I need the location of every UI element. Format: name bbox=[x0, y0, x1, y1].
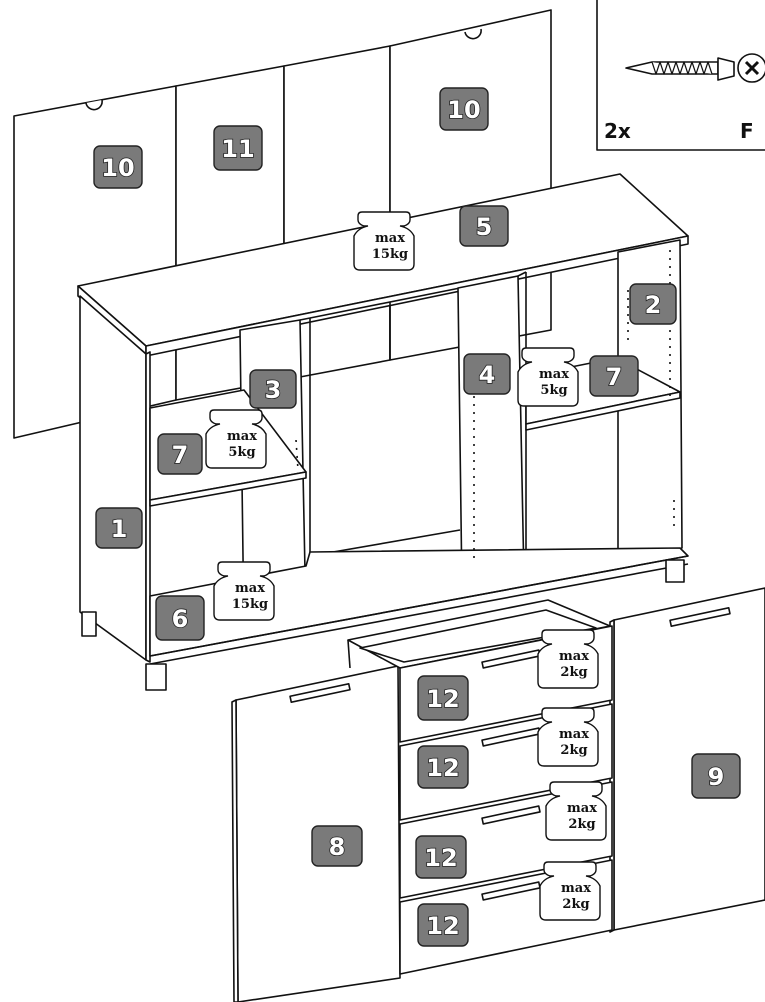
part-number: 10 bbox=[101, 154, 134, 182]
part-badge-p10a: 10 bbox=[93, 145, 143, 189]
part-number: 12 bbox=[426, 754, 459, 782]
weight-value: 2kg bbox=[560, 665, 587, 680]
part-number: 7 bbox=[172, 441, 189, 469]
weight-max-label: max bbox=[559, 727, 589, 742]
part-badge-p2: 2 bbox=[629, 283, 677, 325]
weight-max-label: max bbox=[375, 231, 405, 246]
drawer-box bbox=[347, 599, 611, 669]
part-badge-p12c: 12 bbox=[415, 835, 467, 879]
part-number: 5 bbox=[476, 213, 493, 241]
part-badges: 10 11 10 5 2 3 4 7 7 1 6 8 9 12 12 12 12 bbox=[93, 87, 741, 947]
left-side-panel bbox=[79, 295, 151, 663]
part-badge-p12b: 12 bbox=[417, 745, 469, 789]
legs bbox=[81, 559, 685, 691]
part-badge-p1: 1 bbox=[95, 507, 143, 549]
weight-max-label: max bbox=[539, 367, 569, 382]
part-number: 10 bbox=[447, 96, 480, 124]
part-badge-p10b: 10 bbox=[439, 87, 489, 131]
weight-max-label: max bbox=[559, 649, 589, 664]
part-number: 2 bbox=[645, 291, 662, 319]
weight-value: 5kg bbox=[540, 383, 567, 398]
part-badge-p12a: 12 bbox=[417, 675, 469, 721]
part-badge-p9: 9 bbox=[691, 753, 741, 799]
part-badge-p7b: 7 bbox=[589, 355, 639, 397]
weight-tags: max15kgmax5kgmax5kgmax15kgmax2kgmax2kgma… bbox=[205, 211, 607, 921]
part-number: 12 bbox=[426, 685, 459, 713]
part-badge-p12d: 12 bbox=[417, 903, 469, 947]
part-number: 4 bbox=[479, 361, 496, 389]
part-number: 6 bbox=[172, 605, 189, 633]
weight-max-label: max bbox=[235, 581, 265, 596]
weight-value: 2kg bbox=[568, 817, 595, 832]
weight-value: 15kg bbox=[372, 247, 408, 262]
hardware-inset bbox=[596, 0, 765, 151]
hardware-code: F bbox=[740, 119, 754, 143]
screw-icon bbox=[625, 53, 765, 83]
weight-max-label: max bbox=[567, 801, 597, 816]
part-number: 8 bbox=[329, 833, 346, 861]
weight-value: 2kg bbox=[560, 743, 587, 758]
part-number: 12 bbox=[424, 844, 457, 872]
weight-value: 5kg bbox=[228, 445, 255, 460]
part-number: 9 bbox=[708, 763, 725, 791]
divider-right bbox=[457, 271, 527, 593]
right-door bbox=[609, 587, 765, 933]
part-number: 1 bbox=[111, 515, 128, 543]
part-badge-p8: 8 bbox=[311, 825, 363, 867]
hardware-quantity: 2x bbox=[604, 119, 631, 143]
part-badge-p11: 11 bbox=[213, 125, 263, 171]
weight-value: 2kg bbox=[562, 897, 589, 912]
part-badge-p6: 6 bbox=[155, 595, 205, 641]
weight-max-label: max bbox=[227, 429, 257, 444]
part-number: 3 bbox=[265, 376, 282, 404]
part-badge-p4: 4 bbox=[463, 353, 511, 395]
part-number: 12 bbox=[426, 912, 459, 940]
part-number: 11 bbox=[221, 135, 254, 163]
part-badge-p5: 5 bbox=[459, 205, 509, 247]
part-number: 7 bbox=[606, 363, 623, 391]
part-badge-p3: 3 bbox=[249, 369, 297, 409]
dowel-holes bbox=[295, 250, 675, 560]
part-badge-p7a: 7 bbox=[157, 433, 203, 475]
weight-value: 15kg bbox=[232, 597, 268, 612]
weight-max-label: max bbox=[561, 881, 591, 896]
bottom-panel bbox=[149, 547, 689, 665]
